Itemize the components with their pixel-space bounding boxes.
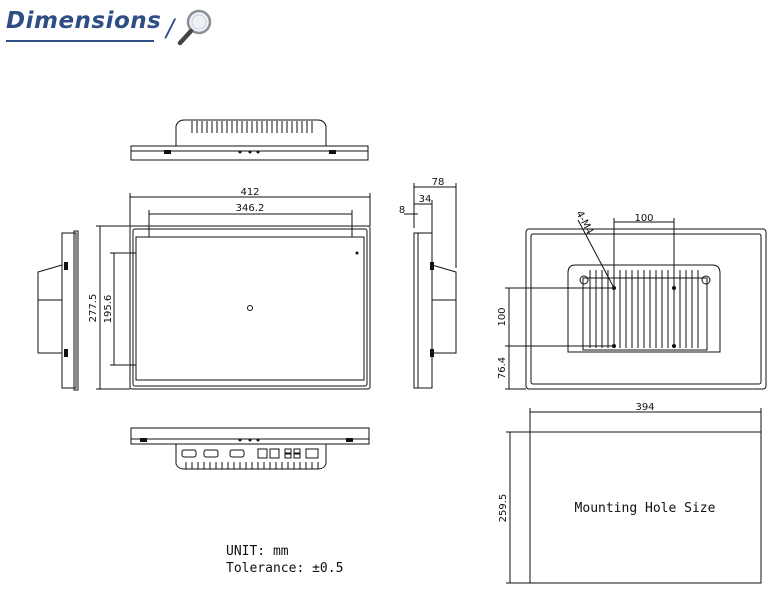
- title-slash-divider: /: [166, 14, 175, 42]
- dim-front-width: 412: [240, 187, 259, 198]
- unit-note: UNIT: mm: [226, 544, 289, 559]
- tolerance-note: Tolerance: ±0.5: [226, 561, 343, 576]
- dim-side-depth-body: 34: [419, 194, 432, 205]
- dim-rear-hole-spacing-v: 100: [497, 307, 508, 326]
- dim-front-height: 277.5: [88, 294, 99, 323]
- rear-fins: [589, 270, 699, 348]
- dim-cutout-height: 259.5: [498, 494, 509, 523]
- rear-view: [505, 218, 767, 390]
- cutout-label: Mounting Hole Size: [575, 501, 716, 516]
- bottom-fins: [185, 462, 319, 469]
- rear-hole-callout: 4-M4: [573, 209, 594, 236]
- bottom-view: [130, 427, 370, 470]
- io-ports: [181, 448, 319, 459]
- dim-front-inner-height: 195.6: [103, 295, 114, 324]
- dim-rear-hole-offset: 76.4: [497, 357, 508, 379]
- cutout-view: [506, 408, 762, 584]
- right-side-view: [404, 183, 457, 389]
- front-view: [96, 193, 371, 390]
- heatsink-fins: [191, 121, 313, 133]
- dim-side-bezel: 8: [399, 205, 405, 216]
- dim-side-depth-total: 78: [432, 177, 445, 188]
- magnifier-icon: [177, 9, 212, 46]
- top-view: [130, 119, 369, 161]
- page-title: Dimensions: [6, 8, 162, 34]
- left-side-view: [37, 230, 79, 391]
- dim-cutout-width: 394: [635, 402, 654, 413]
- title-underline: [6, 40, 154, 42]
- dim-rear-hole-spacing-h: 100: [634, 213, 653, 224]
- dim-front-inner-width: 346.2: [236, 203, 265, 214]
